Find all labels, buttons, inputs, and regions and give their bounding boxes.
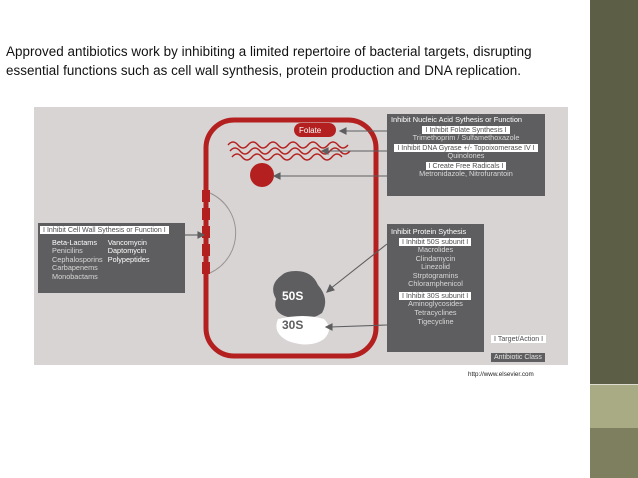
gyrase-drugs: Quinolones <box>447 151 485 160</box>
wall-drug: Polypeptides <box>107 254 150 264</box>
wall-drug-column-1: Beta-Lactams Penicilins Cephalosporins C… <box>52 237 103 282</box>
ribosome-30s-label: 30S <box>282 318 304 332</box>
ribosome-30s <box>276 316 329 345</box>
legend-class: Antibiotic Class <box>491 353 545 362</box>
free-radical-dot <box>250 163 274 187</box>
cell-wall-box: I Inhibit Cell Wall Sythesis or Function… <box>38 223 185 293</box>
protein-drug: Tigecycline <box>417 316 454 326</box>
dna-strand-1 <box>227 141 349 149</box>
protein-heading: Inhibit Protein Sythesis <box>391 227 467 236</box>
folate-drugs: Trimethoprim / Sulfamethoxazole <box>412 133 520 142</box>
wall-drug: Daptomycin <box>107 246 147 256</box>
radical-drugs: Metronidazole, Nitrofurantoin <box>419 169 513 178</box>
protein-drug: Tetracyclines <box>414 307 457 317</box>
protein-drug: Strptogramins <box>412 270 459 280</box>
folate-label: Folate <box>299 126 322 135</box>
source-credit: http://www.elsevier.com <box>468 371 534 378</box>
nucleic-acid-box: Inhibit Nucleic Acid Sythesis or Functio… <box>387 114 545 196</box>
intro-line-2: essential functions such as cell wall sy… <box>6 63 522 78</box>
protein-drug: Macrolides <box>417 245 454 254</box>
protein-drug: Chloramphenicol <box>408 279 463 289</box>
inhibit-50s-pill: I Inhibit 50S subunit I <box>399 237 472 246</box>
wall-drug-column-2: Vancomycin Daptomycin Polypeptides <box>107 237 150 282</box>
intro-line-1: Approved antibiotics work by inhibiting … <box>6 44 532 59</box>
wall-drug: Carbapenems <box>52 263 98 273</box>
wall-drug: Vancomycin <box>107 237 147 247</box>
stripe-block-light <box>590 384 638 428</box>
intro-text: Approved antibiotics work by inhibiting … <box>6 42 596 80</box>
antibiotic-targets-diagram: Folate 50S 30S Inhibit Nucleic Acid Syth… <box>34 107 568 365</box>
wall-drug: Cephalosporins <box>52 254 103 264</box>
ribosome-50s-label: 50S <box>282 289 304 303</box>
protein-drug: Linezolid <box>421 262 450 272</box>
decorative-side-stripe <box>590 0 638 478</box>
wall-drug: Beta-Lactams <box>52 237 98 247</box>
nucleic-heading: Inhibit Nucleic Acid Sythesis or Functio… <box>391 115 523 124</box>
legend: I Target/Action I Antibiotic Class <box>491 328 555 364</box>
stripe-block-dark <box>590 428 638 478</box>
wall-drug: Penicilins <box>52 246 83 256</box>
folate-synthesis-pill: I Inhibit Folate Synthesis I <box>422 125 510 134</box>
cell-wall-dashes <box>202 190 210 274</box>
diagram-graphics <box>185 117 388 359</box>
protein-synthesis-box: Inhibit Protein Sythesis I Inhibit 50S s… <box>387 224 484 352</box>
arrows <box>185 127 388 331</box>
free-radicals-pill: I Create Free Radicals I <box>425 161 507 170</box>
wall-drug: Monobactams <box>52 271 98 281</box>
legend-target: I Target/Action I <box>491 335 547 344</box>
dna-strand-3 <box>231 153 343 161</box>
ribosome-50s <box>273 271 326 320</box>
wall-bulge <box>209 192 237 274</box>
protein-drug: Aminoglycosides <box>408 299 463 309</box>
cell-wall-pill: I Inhibit Cell Wall Sythesis or Function… <box>40 226 169 235</box>
protein-drug: Clindamycin <box>415 253 456 263</box>
dna-gyrase-pill: I Inhibit DNA Gyrase +/- Topoixomerase I… <box>394 143 538 152</box>
stripe-divider <box>590 384 638 385</box>
folate-shape <box>294 123 336 137</box>
inhibit-30s-pill: I Inhibit 30S subunit I <box>399 291 472 301</box>
